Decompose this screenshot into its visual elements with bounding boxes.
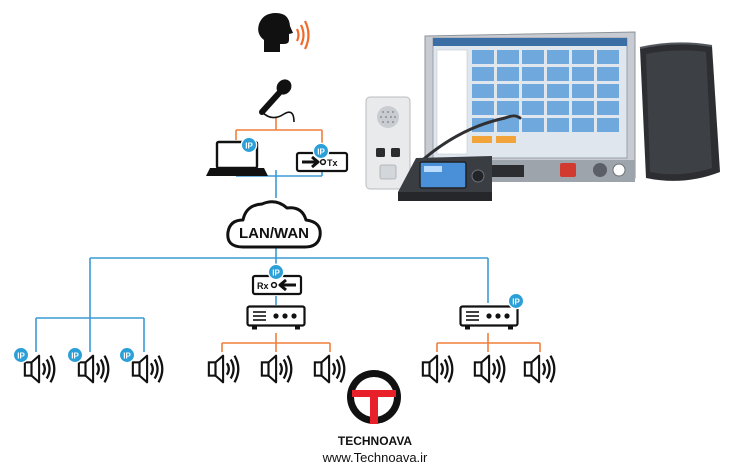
laptop-ip-badge: IP — [240, 136, 258, 154]
network-label: LAN/WAN — [239, 225, 309, 242]
speaker-ip-badge: IP — [66, 346, 84, 364]
paging-console — [398, 114, 522, 201]
svg-text:IP: IP — [71, 352, 79, 361]
rx-decoder-box: Rx — [251, 274, 303, 296]
svg-text:IP: IP — [17, 352, 25, 361]
speakers-ip-group: IP IP IP — [12, 346, 164, 384]
speaker-icon — [23, 354, 56, 384]
speaker-icon — [131, 354, 164, 384]
tx-label: Tx — [327, 158, 338, 168]
rx-label: Rx — [257, 281, 269, 291]
cloud-icon: LAN/WAN — [226, 200, 322, 249]
amplifier-icon — [246, 305, 306, 331]
laptop-icon — [206, 140, 268, 176]
rack-control-system — [424, 31, 636, 183]
speaker-ip-badge: IP — [12, 346, 30, 364]
microphone-icon — [259, 79, 295, 123]
svg-text:IP: IP — [272, 269, 280, 278]
svg-text:IP: IP — [317, 148, 325, 157]
speaker-icon — [523, 354, 556, 384]
speaker-ip-badge: IP — [118, 346, 136, 364]
speaker-icon — [313, 354, 346, 384]
svg-text:IP: IP — [245, 142, 253, 151]
speaking-head-icon — [258, 13, 310, 52]
brand-url: www.Technoava.ir — [322, 450, 428, 465]
amplifier-icon — [459, 305, 519, 331]
tx-encoder-box: Tx — [295, 151, 349, 173]
speaker-icon — [207, 354, 240, 384]
brand-name: TECHNOAVA — [338, 434, 413, 448]
audio-lines — [221, 118, 541, 352]
speakers-amp-group-2 — [421, 354, 556, 384]
rx-ip-badge: IP — [267, 263, 285, 281]
technoava-logo-icon — [347, 370, 401, 424]
speaker-icon — [473, 354, 506, 384]
amplifier-ip-badge: IP — [507, 292, 525, 310]
product-photo — [365, 31, 720, 201]
speaker-icon — [260, 354, 293, 384]
speaker-icon — [421, 354, 454, 384]
tx-ip-badge: IP — [312, 142, 330, 160]
speaker-icon — [77, 354, 110, 384]
intercom-station — [365, 96, 411, 190]
svg-text:IP: IP — [512, 298, 520, 307]
cabinet-speaker — [639, 42, 720, 181]
speakers-amp-group-1 — [207, 354, 346, 384]
svg-text:IP: IP — [123, 352, 131, 361]
